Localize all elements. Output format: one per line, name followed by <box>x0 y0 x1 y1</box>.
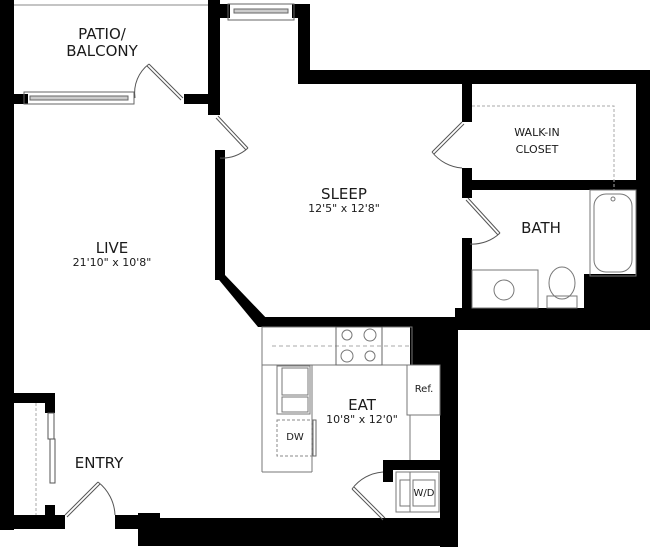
room-label-sleep: SLEEP 12'5" x 12'8" <box>308 185 380 216</box>
live-name: LIVE <box>95 239 129 257</box>
closet-rods <box>35 105 615 515</box>
bath-fixtures <box>471 189 637 309</box>
doors <box>47 63 501 521</box>
kitchen-fixtures <box>261 326 441 513</box>
patio-label-line1: PATIO/ <box>78 25 126 43</box>
sleep-name: SLEEP <box>321 185 367 203</box>
room-label-entry: ENTRY <box>74 454 124 472</box>
room-label-closet: WALK-IN CLOSET <box>514 126 560 156</box>
washer-dryer-label: W/D <box>413 488 435 499</box>
room-label-patio: PATIO/ BALCONY <box>66 25 138 61</box>
closet-label-line2: CLOSET <box>515 142 559 156</box>
windows <box>23 3 295 105</box>
refrigerator-label: Ref. <box>414 384 434 395</box>
room-label-eat: EAT 10'8" x 12'0" <box>326 396 398 427</box>
eat-dimensions: 10'8" x 12'0" <box>326 413 398 427</box>
room-label-bath: BATH <box>521 219 561 237</box>
live-dimensions: 21'10" x 10'8" <box>72 256 152 270</box>
sleep-dimensions: 12'5" x 12'8" <box>308 202 380 216</box>
eat-name: EAT <box>348 396 376 414</box>
closet-label-line1: WALK-IN <box>514 126 560 139</box>
room-label-live: LIVE 21'10" x 10'8" <box>72 239 152 270</box>
dishwasher-label: DW <box>286 432 304 443</box>
patio-label-line2: BALCONY <box>66 42 138 61</box>
